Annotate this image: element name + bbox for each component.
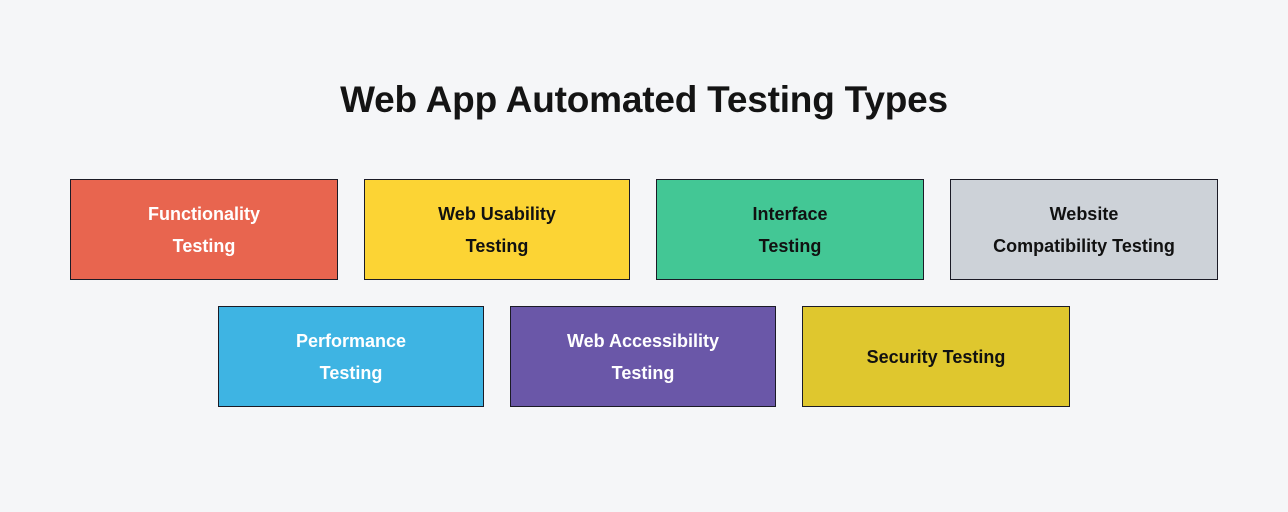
card-interface-testing[interactable]: Interface Testing <box>656 179 924 280</box>
card-web-accessibility-testing[interactable]: Web Accessibility Testing <box>510 306 776 407</box>
page-title: Web App Automated Testing Types <box>340 79 948 120</box>
card-security-testing[interactable]: Security Testing <box>802 306 1070 407</box>
card-functionality-testing[interactable]: Functionality Testing <box>70 179 338 280</box>
card-web-usability-testing[interactable]: Web Usability Testing <box>364 179 630 280</box>
card-website-compatibility-testing[interactable]: Website Compatibility Testing <box>950 179 1218 280</box>
testing-types-grid: Functionality Testing Web Usability Test… <box>0 179 1288 407</box>
card-performance-testing[interactable]: Performance Testing <box>218 306 484 407</box>
testing-types-row-2: Performance Testing Web Accessibility Te… <box>0 306 1288 407</box>
testing-types-row-1: Functionality Testing Web Usability Test… <box>0 179 1288 280</box>
